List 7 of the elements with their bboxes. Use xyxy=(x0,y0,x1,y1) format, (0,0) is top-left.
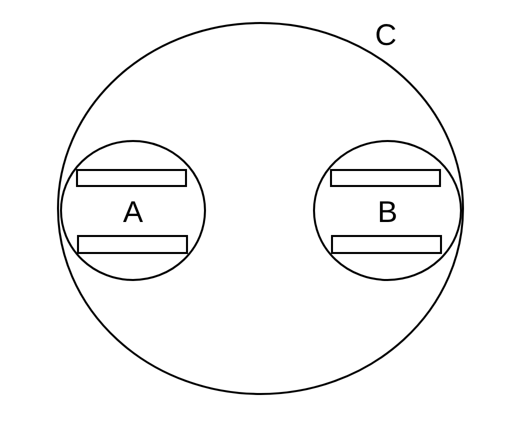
rectangular-bar xyxy=(77,235,188,254)
rectangular-bar xyxy=(76,169,187,187)
rectangular-bar xyxy=(331,235,442,254)
rectangular-bar xyxy=(330,169,441,187)
circle-label: B xyxy=(378,198,398,226)
circle-label: A xyxy=(123,198,144,226)
circle-label: C xyxy=(375,22,397,50)
